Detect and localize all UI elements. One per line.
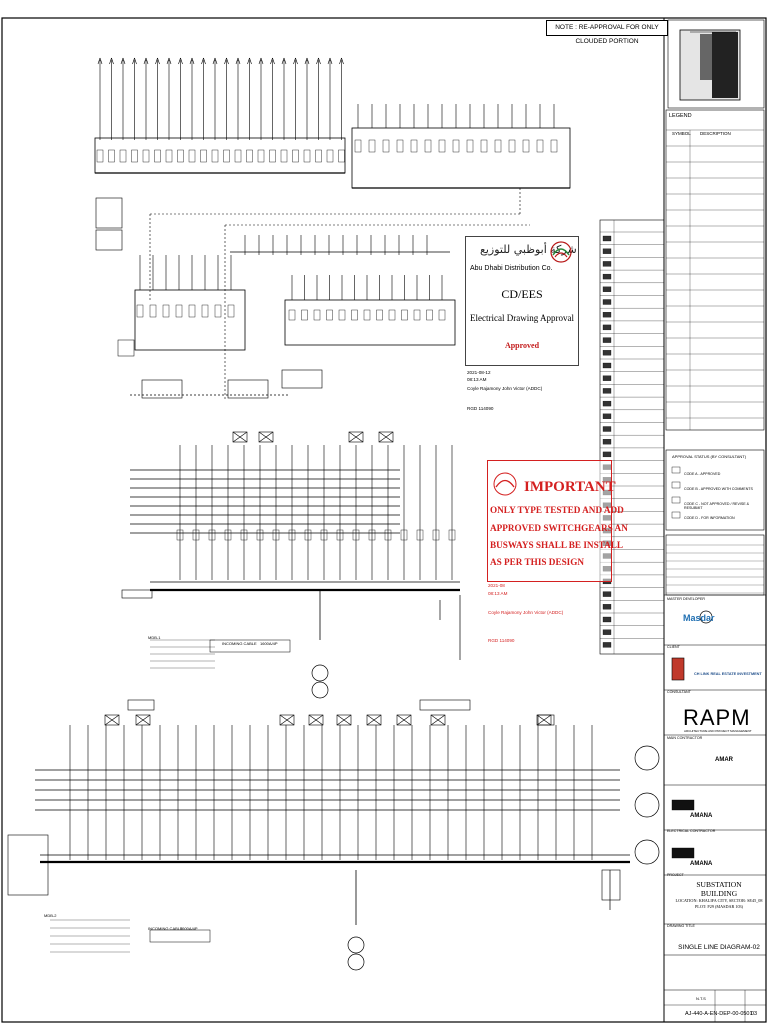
- stamp-status: Approved: [504, 341, 540, 350]
- amana-logo-text-1: AMANA: [690, 813, 713, 819]
- drawing-scale: N.T.S: [696, 996, 706, 1001]
- approval-status-heading: APPROVAL STATUS (BY CONSULTANT): [672, 454, 747, 459]
- addc-logo-icon: [493, 472, 517, 496]
- legend-description-column: DESCRIPTION: [700, 131, 731, 136]
- stamp-title: Electrical Drawing Approval: [470, 313, 574, 323]
- approval-code-c: CODE C - NOT APPROVED / REVISE & RESUBMI…: [684, 502, 750, 510]
- consultant-label: CONSULTANT: [667, 690, 691, 694]
- client-label: CLIENT: [667, 645, 680, 649]
- masdar-logo-text: Masdar: [683, 613, 715, 623]
- second-stamp-ref: RGD 114090: [488, 638, 515, 643]
- approval-code-b: CODE B - APPROVED WITH COMMENTS: [684, 487, 753, 491]
- approval-code-d: CODE D - FOR INFORMATION: [684, 516, 735, 520]
- project-title-2: BUILDING: [700, 889, 738, 898]
- diagram-wiring: [7, 57, 766, 1022]
- important-line-2: APPROVED SWITCHGEARS AN: [490, 523, 628, 533]
- client-name: CH LINK REAL ESTATE INVESTMENT: [694, 672, 762, 676]
- project-label: PROJECT: [667, 873, 684, 877]
- incoming-rating-1: 1600A/4P: [260, 641, 278, 646]
- second-stamp-date: 2021-08: [488, 583, 505, 588]
- legend-symbol-column: SYMBOL: [672, 131, 691, 136]
- stamp-date: 2021-08-12: [467, 370, 491, 375]
- incoming-cable-2: INCOMING CABLE: [148, 926, 183, 931]
- project-plot: PLOT: P29 (MASDAR 103): [694, 904, 744, 909]
- main-contractor-label: MAIN CONTRACTOR: [667, 736, 703, 740]
- stamp-ref: RGD 114090: [467, 406, 494, 411]
- second-stamp-time: 08:13 AM: [488, 591, 508, 596]
- second-stamp-approver: Coyle Rajamony John Victor (ADDC): [488, 610, 564, 615]
- stamp-approver: Coyle Rajamony John Victor (ADDC): [467, 386, 543, 391]
- rapm-subtitle: ARCHITECTURE AND PROJECT MANAGEMENT: [684, 729, 752, 733]
- approval-code-a: CODE A - APPROVED: [684, 472, 721, 476]
- drawing-title: SINGLE LINE DIAGRAM-02: [678, 944, 760, 951]
- reapproval-note: NOTE : RE-APPROVAL FOR ONLY CLOUDED PORT…: [546, 20, 668, 45]
- electrical-contractor-label: ELECTRICAL CONTRACTOR: [667, 829, 716, 833]
- project-location: LOCATION: KHALIFA CITY, SECTOR: SE45_08: [675, 898, 763, 903]
- important-line-4: AS PER THIS DESIGN: [490, 557, 585, 567]
- important-notice: IMPORTANT ONLY TYPE TESTED AND ADD APPRO…: [487, 460, 628, 582]
- incoming-cable-1: INCOMING CABLE: [222, 641, 257, 646]
- important-title: IMPORTANT: [524, 479, 616, 495]
- rapm-logo-text: RAPM: [683, 705, 751, 730]
- important-line-1: ONLY TYPE TESTED AND ADD: [490, 505, 624, 515]
- addc-approval-stamp: شركة أبوظبي للتوزيع Abu Dhabi Distributi…: [465, 236, 579, 366]
- legend-heading: LEGEND: [669, 113, 692, 119]
- project-title-1: SUBSTATION: [696, 880, 742, 889]
- drawing-title-label: DRAWING TITLE: [667, 924, 695, 928]
- addc-logo-icon: [550, 241, 572, 263]
- project-title-block: SUBSTATION BUILDING LOCATION: KHALIFA CI…: [671, 880, 767, 910]
- mdb1-label: MDB-1: [148, 635, 161, 640]
- amana-logo-text-2: AMANA: [690, 861, 713, 867]
- mdb2-label: MDB-2: [44, 913, 57, 918]
- drawing-revision: 03: [751, 1011, 758, 1017]
- stamp-department: CD/EES: [501, 287, 543, 301]
- drawing-number: AJ-440-A-EN-DEP-00-0501: [685, 1011, 753, 1017]
- amar-logo-text: AMAR: [715, 757, 733, 763]
- master-developer-label: MASTER DEVELOPER: [667, 597, 705, 601]
- stamp-time: 08:13 AM: [467, 377, 487, 382]
- incoming-rating-2: 1600A/4P: [180, 926, 198, 931]
- important-line-3: BUSWAYS SHALL BE INSTALL: [490, 540, 624, 550]
- addc-company: Abu Dhabi Distribution Co.: [470, 265, 553, 272]
